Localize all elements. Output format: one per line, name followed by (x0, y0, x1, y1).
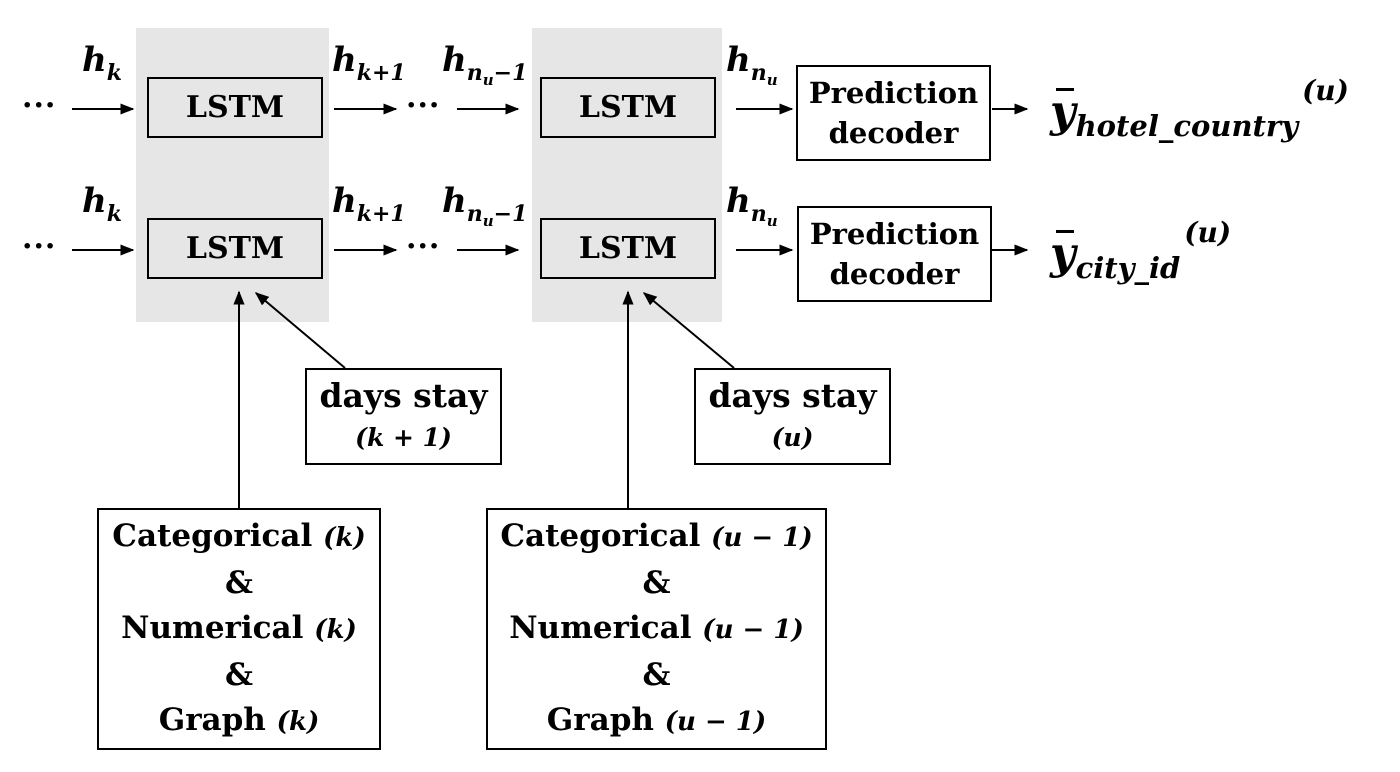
y-hat: y (1050, 228, 1076, 279)
days-stay-box-u: days stay (u) (694, 368, 891, 465)
label-hk1-row2: hk+1 (332, 181, 406, 227)
output-subscript: city_id (1075, 251, 1181, 285)
decoder-line2: decoder (828, 116, 959, 150)
ellipsis-mid-row2: ··· (406, 229, 441, 264)
label-hk1-row1: hk+1 (332, 40, 406, 86)
output-superscript: (u) (1302, 74, 1349, 107)
feature-numerical: Numerical (u − 1) (509, 609, 804, 646)
feature-numerical: Numerical (k) (121, 609, 357, 646)
lstm-label: LSTM (578, 90, 678, 125)
days-stay-index: (k + 1) (355, 422, 452, 452)
label-hk-row1: hk (82, 40, 122, 86)
feature-categorical: Categorical (k) (112, 517, 366, 554)
label-hnu-row2: hnu (726, 181, 778, 230)
output-superscript: (u) (1184, 216, 1232, 249)
lstm-label: LSTM (185, 90, 285, 125)
feature-amp-2: & (642, 656, 671, 693)
label-hnu1-row1: hnu−1 (442, 40, 528, 89)
ellipsis-left-row2: ··· (22, 229, 57, 264)
decoder-line1: Prediction (809, 217, 980, 251)
ellipsis-mid-row1: ··· (406, 88, 441, 123)
lstm-box-k-row2: LSTM (147, 218, 323, 279)
feature-categorical: Categorical (u − 1) (500, 517, 813, 554)
arrow-days-stay-k (254, 292, 346, 369)
prediction-decoder-row1: Prediction decoder (796, 65, 991, 161)
ellipsis-left-row1: ··· (22, 88, 57, 123)
features-box-u: Categorical (u − 1) & Numerical (u − 1) … (486, 508, 827, 750)
arrow-days-stay-u (642, 292, 735, 369)
feature-graph: Graph (k) (158, 701, 320, 738)
lstm-box-k-row1: LSTM (147, 77, 323, 138)
decoder-line1: Prediction (808, 76, 979, 110)
lstm-box-u-row2: LSTM (540, 218, 716, 279)
days-stay-label: days stay (708, 375, 877, 415)
prediction-decoder-row2: Prediction decoder (797, 206, 992, 302)
features-box-k: Categorical (k) & Numerical (k) & Graph … (97, 508, 381, 750)
decoder-line2: decoder (829, 257, 960, 291)
label-hnu1-row2: hnu−1 (442, 181, 528, 230)
y-hat: y (1050, 86, 1076, 137)
output-hotel-country: yhotel_country(u) (1050, 74, 1349, 143)
feature-amp-2: & (225, 656, 253, 693)
output-city-id: ycity_id(u) (1050, 216, 1231, 285)
lstm-label: LSTM (578, 231, 678, 266)
days-stay-index: (u) (771, 422, 814, 452)
lstm-label: LSTM (185, 231, 285, 266)
days-stay-box-k: days stay (k + 1) (305, 368, 502, 465)
lstm-box-u-row1: LSTM (540, 77, 716, 138)
label-hk-row2: hk (82, 181, 122, 227)
feature-amp-1: & (642, 564, 671, 601)
output-subscript: hotel_country (1075, 109, 1299, 143)
feature-graph: Graph (u − 1) (546, 701, 767, 738)
feature-amp-1: & (225, 564, 253, 601)
days-stay-label: days stay (319, 375, 488, 415)
label-hnu-row1: hnu (726, 40, 778, 89)
